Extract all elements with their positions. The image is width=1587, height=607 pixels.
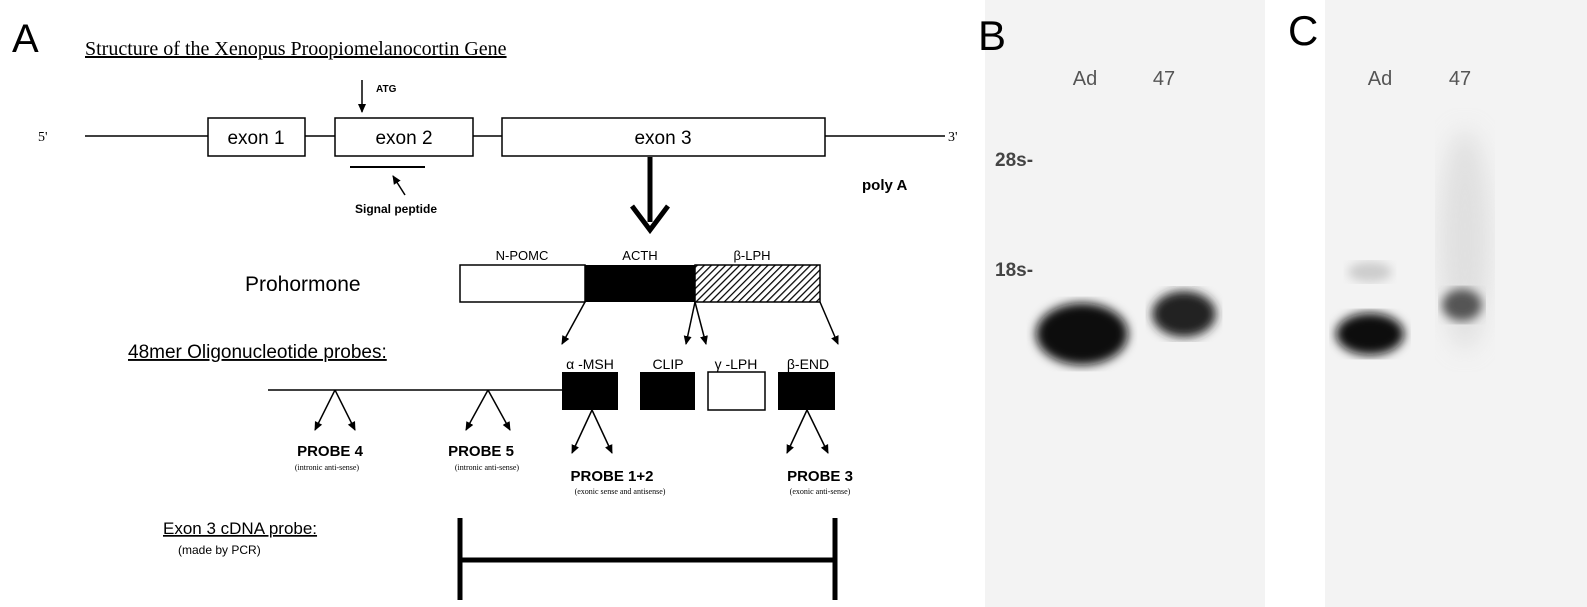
peptide-label-glph: γ -LPH: [715, 356, 758, 372]
probe-1-2-note: (exonic sense and antisense): [575, 487, 666, 496]
prohormone-label: Prohormone: [245, 273, 361, 296]
panel-letter-a: A: [12, 17, 39, 61]
lane-label-47: 47: [1449, 68, 1471, 90]
marker-18s: 18s-: [995, 260, 1033, 281]
npomc-segment: [459, 264, 586, 303]
signal-peptide-arrow: [392, 175, 406, 196]
panel-b: B Ad 47 28s- 18s-: [978, 0, 1265, 607]
exon-1-box: [207, 117, 306, 157]
segment-label-acth: ACTH: [622, 248, 657, 263]
probe-5-note: (intronic anti-sense): [455, 463, 520, 472]
five-prime-label: 5': [38, 130, 48, 145]
faint-band-ad: [1348, 262, 1392, 282]
signal-peptide-label: Signal peptide: [355, 202, 437, 216]
probe-3-note: (exonic anti-sense): [790, 487, 851, 496]
probe-4-note: (intronic anti-sense): [295, 463, 360, 472]
cdna-heading: Exon 3 cDNA probe:: [163, 519, 317, 538]
blph-segment: [694, 264, 821, 303]
poly-a-label: poly A: [862, 177, 907, 194]
atg-label: ATG: [376, 84, 397, 95]
glph-box: [707, 371, 766, 411]
exon-1-label: exon 1: [227, 128, 284, 149]
clip-box: [640, 372, 695, 410]
amsh-box: [562, 372, 618, 410]
gel-b-background: [985, 0, 1265, 607]
panel-a: A Structure of the Xenopus Proopiomelano…: [12, 17, 958, 600]
arrow-head-icon: [630, 204, 670, 235]
peptide-label-bend: β-END: [787, 356, 829, 372]
probe-3-label: PROBE 3: [787, 468, 853, 485]
diagram-title: Structure of the Xenopus Proopiomelanoco…: [85, 38, 507, 60]
cdna-probe-bar: [457, 518, 838, 600]
lane-label-ad: Ad: [1073, 68, 1097, 90]
peptide-label-clip: CLIP: [652, 356, 683, 372]
exon-3-label: exon 3: [634, 128, 691, 149]
panel-letter-b: B: [978, 12, 1006, 59]
peptide-label-amsh: α -MSH: [566, 356, 614, 372]
probe-arrows: [314, 389, 829, 454]
exon-2-box: [334, 117, 474, 157]
probe-5-label: PROBE 5: [448, 443, 514, 460]
panel-c: C Ad 47: [1288, 0, 1587, 607]
band-ad: [1036, 303, 1128, 365]
panel-letter-c: C: [1288, 7, 1318, 54]
cleavage-arrows: [561, 301, 839, 345]
probe-1-2-label: PROBE 1+2: [571, 468, 654, 485]
exon-2-label: exon 2: [375, 128, 432, 149]
band-ad: [1336, 313, 1404, 355]
bend-box: [778, 372, 835, 410]
marker-28s: 28s-: [995, 150, 1033, 171]
cdna-note: (made by PCR): [178, 543, 261, 557]
band-47: [1152, 291, 1216, 337]
probe-4-label: PROBE 4: [297, 443, 364, 460]
segment-label-blph: β-LPH: [733, 248, 770, 263]
band-47: [1442, 289, 1482, 321]
exon-3-box: [501, 117, 826, 157]
lane-label-ad: Ad: [1368, 68, 1392, 90]
acth-segment: [585, 265, 695, 302]
oligo-heading: 48mer Oligonucleotide probes:: [128, 342, 387, 363]
lane-label-47: 47: [1153, 68, 1175, 90]
three-prime-label: 3': [948, 130, 958, 145]
segment-label-npomc: N-POMC: [496, 248, 549, 263]
